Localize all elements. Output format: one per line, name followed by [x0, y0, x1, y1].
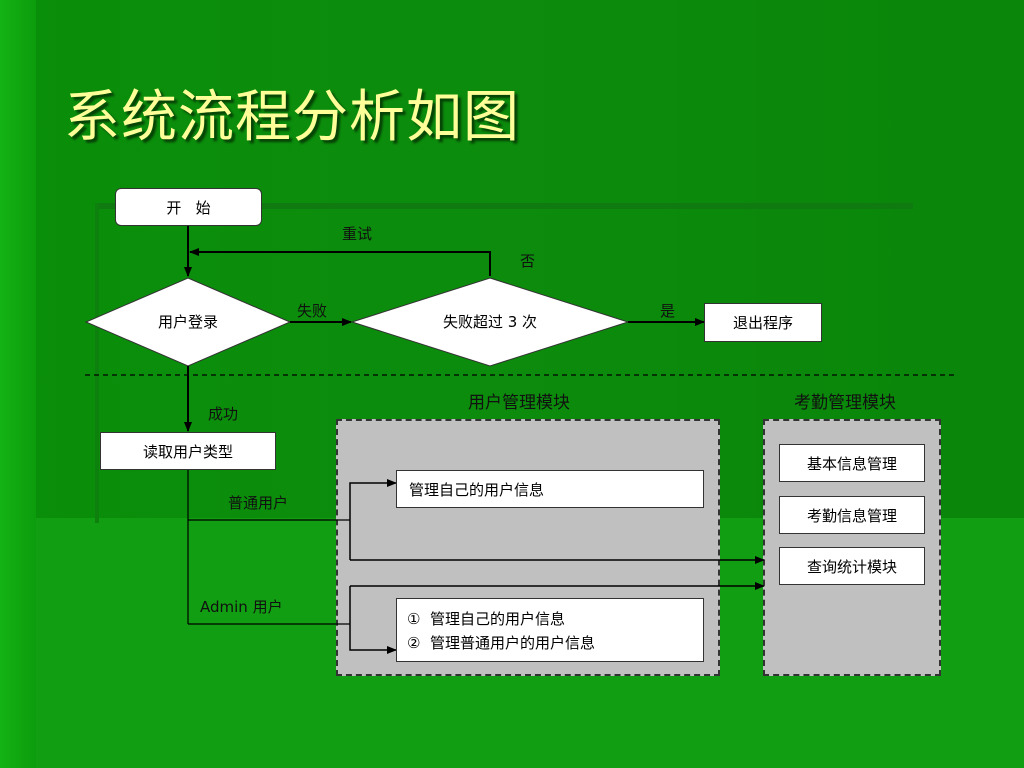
manage-self-node: 管理自己的用户信息	[396, 470, 704, 508]
normal-user-label: 普通用户	[228, 494, 289, 512]
attendance-management-module-title: 考勤管理模块	[794, 393, 896, 413]
admin-items-node: ① 管理自己的用户信息 ② 管理普通用户的用户信息	[396, 598, 704, 662]
admin-item-1: ① 管理自己的用户信息	[407, 610, 565, 628]
read-type-node: 读取用户类型	[100, 432, 276, 470]
start-node: 开 始	[115, 188, 262, 226]
query-stats-node: 查询统计模块	[779, 547, 925, 585]
success-label: 成功	[208, 405, 239, 423]
fail-check-node-label: 失败超过 3 次	[442, 313, 538, 331]
no-label: 否	[520, 252, 536, 270]
fail-check-diamond	[350, 277, 630, 367]
edge-admin-to-items	[349, 586, 397, 654]
fail-label: 失败	[297, 302, 328, 320]
basic-info-node: 基本信息管理	[779, 444, 925, 482]
admin-item-2: ② 管理普通用户的用户信息	[407, 634, 595, 652]
yes-label: 是	[660, 302, 676, 320]
retry-label: 重试	[342, 225, 373, 243]
edge-normal-to-self	[349, 479, 397, 560]
user-management-module-title: 用户管理模块	[468, 393, 570, 413]
attendance-info-node: 考勤信息管理	[779, 496, 925, 534]
admin-user-label: Admin 用户	[200, 598, 283, 616]
page-title: 系统流程分析如图	[64, 85, 520, 150]
exit-node: 退出程序	[704, 303, 822, 342]
background-vertical-line	[95, 203, 99, 523]
background-left-strip	[0, 0, 36, 768]
background-top-band	[95, 203, 913, 209]
login-node-label: 用户登录	[157, 313, 218, 331]
edge-retry	[189, 248, 491, 276]
